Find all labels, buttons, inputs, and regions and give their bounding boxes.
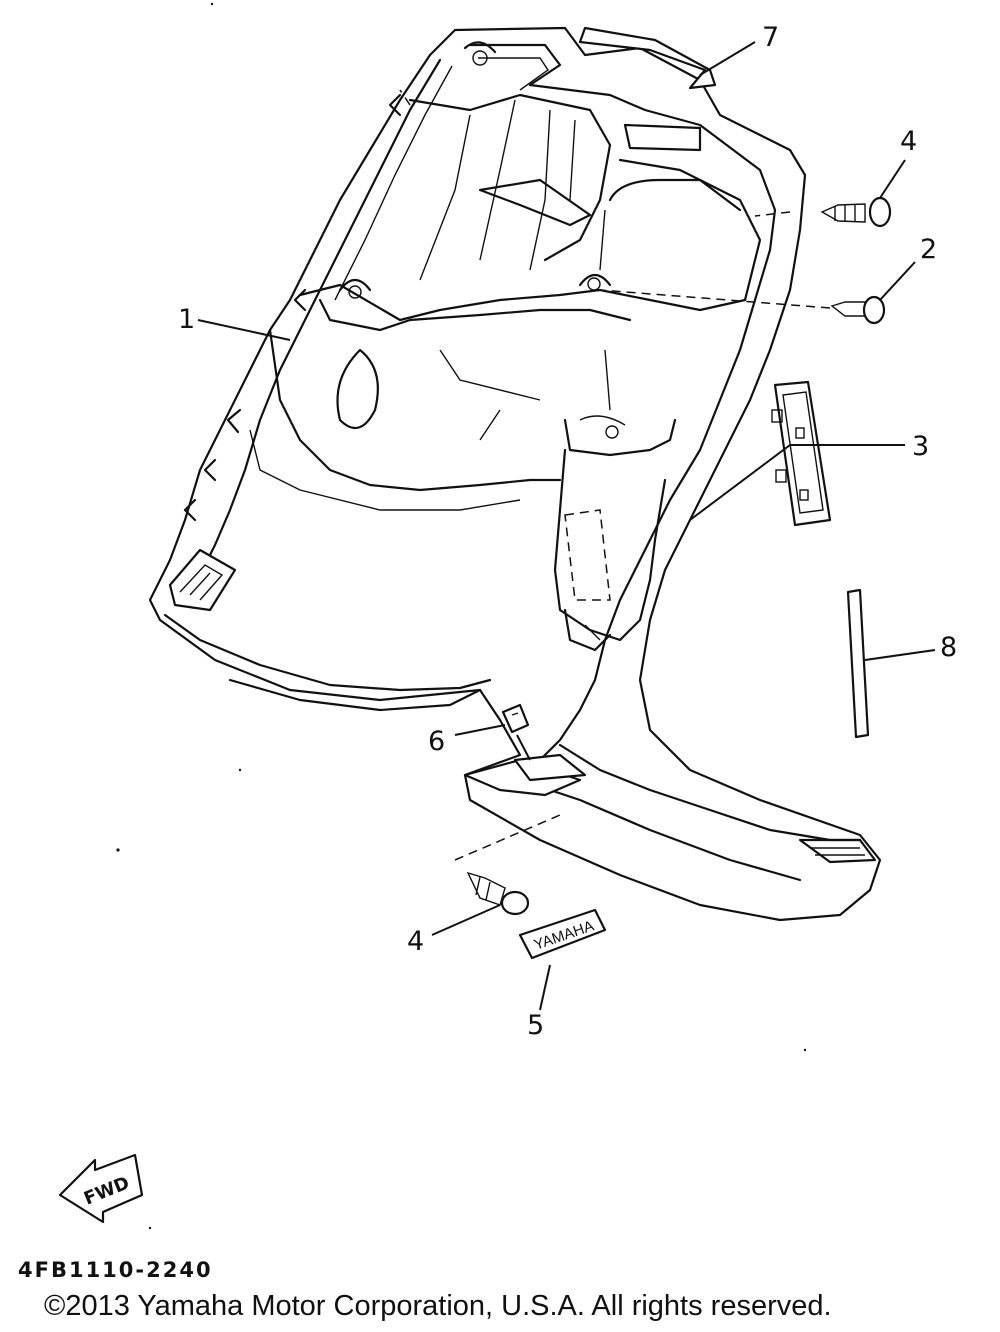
callout-7: 7 — [762, 22, 779, 53]
stray-dots — [116, 2, 807, 1230]
copyright-notice: ©2013 Yamaha Motor Corporation, U.S.A. A… — [44, 1290, 832, 1322]
callout-8: 8 — [940, 632, 957, 663]
leader-lines — [197, 41, 936, 1011]
assembly-lines — [399, 89, 831, 861]
label-strip-part-8 — [846, 588, 870, 739]
callout-1: 1 — [178, 304, 195, 335]
emblem-part-5: YAMAHA — [518, 908, 607, 960]
callout-5: 5 — [527, 1010, 544, 1041]
callout-3: 3 — [912, 431, 929, 462]
screw-part-4-upper — [820, 196, 892, 228]
fwd-arrow-icon: FWD — [58, 1153, 144, 1224]
callout-4-upper: 4 — [900, 126, 917, 157]
trim-strip-part-7 — [578, 26, 717, 152]
callout-6: 6 — [428, 726, 445, 757]
clip-part-6 — [501, 703, 530, 734]
callout-2: 2 — [920, 234, 937, 265]
part-code: 4FB1110-2240 — [18, 1258, 213, 1282]
callouts: 7 4 2 1 3 8 6 4 5 — [178, 22, 957, 1041]
callout-4-lower: 4 — [407, 926, 424, 957]
screw-part-4-lower — [466, 871, 530, 916]
leg-shield-part-1 — [148, 26, 882, 922]
screw-part-2 — [830, 295, 886, 325]
side-panel-part-3 — [771, 380, 832, 527]
